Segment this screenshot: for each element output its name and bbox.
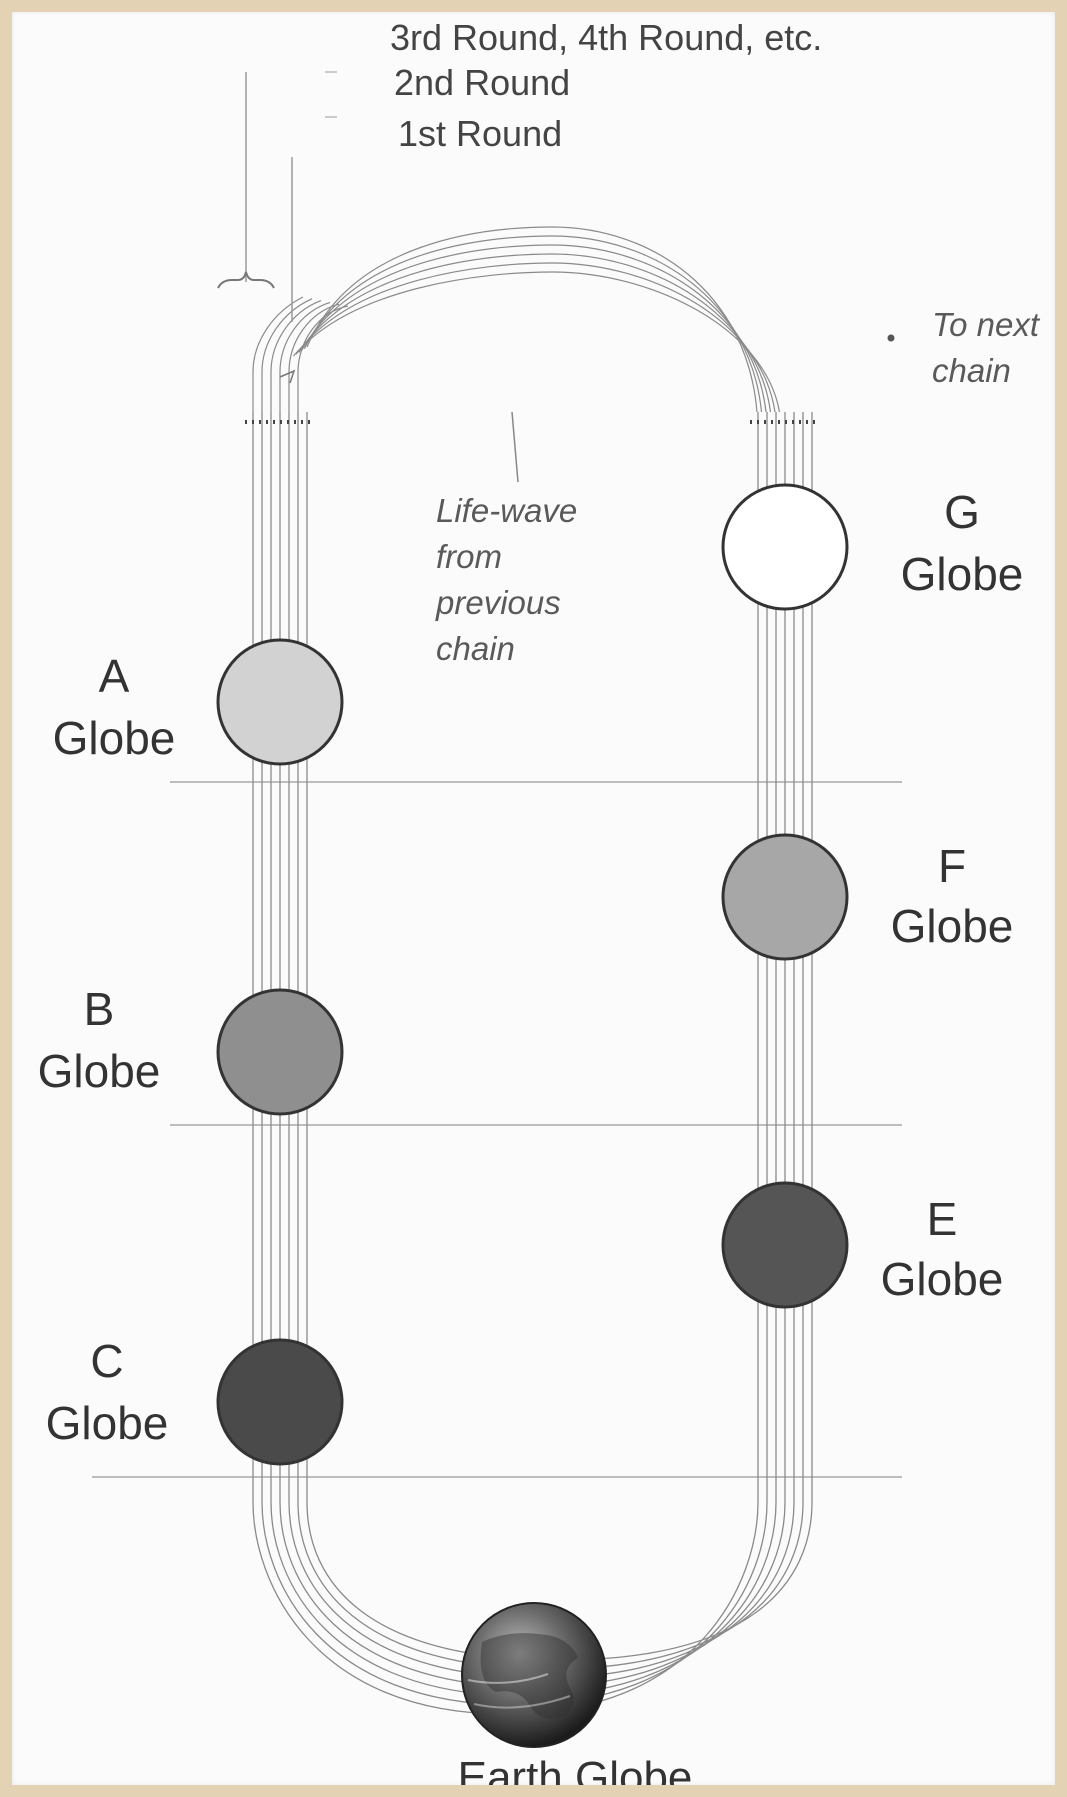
globe-a-word: Globe (53, 712, 176, 764)
round-labels: 3rd Round, 4th Round, etc. 2nd Round 1st… (390, 17, 822, 154)
lifewave-line-3: previous (435, 584, 561, 621)
round-chain-diagram: 3rd Round, 4th Round, etc. 2nd Round 1st… (12, 12, 1055, 1785)
entry-curve-line (298, 306, 348, 412)
lifewave-line-2: from (436, 538, 502, 575)
arrow-icon (280, 371, 294, 383)
globe-a-circle (218, 640, 342, 764)
globe-e-word: Globe (881, 1253, 1004, 1305)
globe-b-word: Globe (38, 1045, 161, 1097)
globe-f-circle (723, 835, 847, 959)
lifewave-arc-line (304, 236, 761, 412)
globe-f-letter: F (938, 840, 966, 892)
lifewave-label: Life-wave from previous chain (435, 492, 577, 667)
round-label-1st: 1st Round (398, 113, 562, 154)
lifewave-line-4: chain (436, 630, 515, 667)
lifewave-arc-line (302, 245, 766, 412)
globe-b-letter: B (84, 983, 115, 1035)
earth-globe-icon (462, 1603, 606, 1747)
next-chain-label: To next chain (932, 306, 1041, 389)
bullet-icon (888, 335, 895, 342)
lifewave-pointer-line (512, 412, 518, 482)
entry-curve-line (262, 299, 312, 412)
globe-e-letter: E (927, 1193, 958, 1245)
globe-g-circle (723, 485, 847, 609)
diagram-frame: 3rd Round, 4th Round, etc. 2nd Round 1st… (12, 12, 1055, 1785)
globe-c-circle (218, 1340, 342, 1464)
globe-e-circle (723, 1183, 847, 1307)
earth-globe-label: Earth Globe (458, 1753, 693, 1785)
round-label-2nd: 2nd Round (394, 62, 570, 103)
globe-a-letter: A (99, 650, 130, 702)
globe-g-word: Globe (901, 548, 1024, 600)
globes (218, 485, 847, 1747)
globe-b-circle (218, 990, 342, 1114)
entry-curve-line (289, 304, 339, 412)
globe-f-word: Globe (891, 900, 1014, 952)
next-chain-line-2: chain (932, 352, 1011, 389)
globe-c-word: Globe (46, 1397, 169, 1449)
lifewave-arc-line (299, 254, 771, 412)
globe-g-letter: G (944, 486, 980, 538)
globe-c-letter: C (90, 1335, 123, 1387)
globe-labels: A Globe B Globe C Globe E Globe F Globe … (38, 486, 1024, 1785)
next-chain-line-1: To next (932, 306, 1041, 343)
round-tracks (245, 227, 820, 1714)
lifewave-line-1: Life-wave (436, 492, 577, 529)
round-label-3rd: 3rd Round, 4th Round, etc. (390, 17, 822, 58)
